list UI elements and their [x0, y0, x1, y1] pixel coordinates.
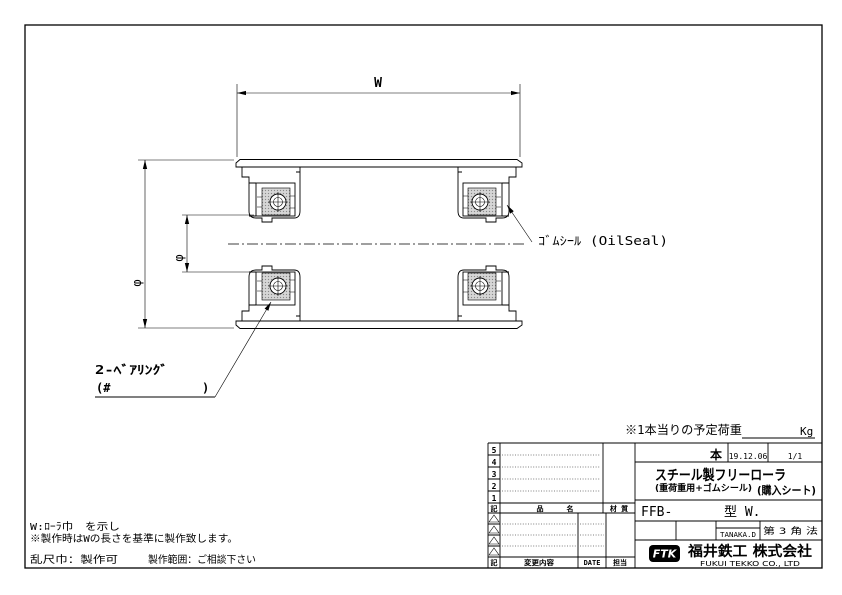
change-header-content: 変更内容 [524, 558, 554, 567]
outer-diameter-extension-lines [138, 159, 234, 329]
revision-row-4: 4 [492, 458, 497, 467]
width-extension-lines [236, 84, 521, 157]
revision-row-3: 3 [492, 470, 497, 479]
load-note-label: ※1本当りの予定荷重 [625, 422, 742, 437]
drawing-scale: 1/1 [788, 452, 803, 461]
company-name-jp: 福井鉄工 株式会社 [687, 543, 812, 560]
revision-row-2: 2 [492, 482, 497, 491]
revision-row-1: 1 [492, 494, 497, 503]
note-random-width: 乱尺巾：製作可 [30, 553, 118, 566]
product-subtitle: (重荷重用+ゴムシール) [655, 482, 752, 494]
bearing-label: 2-ﾍﾞｱﾘﾝｸﾞ [95, 362, 168, 377]
parts-header-material: 材 質 [609, 504, 628, 513]
change-header-person: 担当 [613, 558, 627, 567]
drawing-date: 19.12.06 [729, 452, 768, 461]
bearing-number-open: (# [96, 381, 111, 395]
sheet-border [24, 24, 823, 569]
parts-header-mark: 記 [491, 504, 498, 513]
roller-top-half [236, 160, 522, 223]
roller-assembly [228, 160, 527, 329]
logo-badge [649, 545, 680, 562]
company-name-en: FUKUI TEKKO CO., LTD [700, 560, 800, 568]
revision-triangle-icons [488, 514, 500, 556]
oil-seal-label: ｺﾞﾑｼｰﾙ (OilSeal) [538, 234, 668, 248]
note-roller-width: W:ﾛｰﾗ巾 を示し [30, 520, 120, 533]
parts-header-name-2: 名 [567, 504, 574, 513]
bearing-callout: 2-ﾍﾞｱﾘﾝｸﾞ (# ) [95, 301, 272, 398]
bearing-number-close: ) [202, 381, 209, 395]
note-manufacturing-basis: ※製作時はWの長さを基準に製作致します。 [30, 532, 238, 545]
change-header-mark: 記 [491, 558, 498, 567]
bearing-leader [214, 301, 272, 398]
outer-diameter-dimension: φ [130, 159, 234, 329]
projection-method: 第 3 角 法 [763, 525, 818, 537]
parts-header-name-1: 品 [537, 504, 544, 513]
outer-diameter-label: φ [130, 279, 144, 286]
model-suffix: 型 W. [724, 505, 760, 520]
inner-diameter-label: φ [172, 254, 186, 261]
inner-diameter-dimension: φ [172, 214, 254, 273]
width-dimension-label: W [374, 76, 382, 91]
model-prefix: FFB- [641, 505, 672, 520]
title-block-dotted-rows [502, 454, 604, 547]
drawn-by: TANAKA.D [720, 531, 756, 539]
inner-diameter-extension-lines [182, 214, 254, 273]
general-notes: W:ﾛｰﾗ巾 を示し ※製作時はWの長さを基準に製作致します。 乱尺巾：製作可 … [30, 520, 256, 566]
roller-bottom-half [236, 266, 522, 329]
oil-seal-callout: ｺﾞﾑｼｰﾙ (OilSeal) [506, 204, 668, 248]
change-header-date: DATE [584, 559, 601, 567]
quantity-unit: 本 [710, 447, 722, 462]
sheet-type: (購入シート) [757, 483, 816, 497]
oil-seal-leader [506, 204, 533, 243]
load-note-unit: Kg [800, 425, 813, 438]
note-range: 製作範囲：ご相談下さい [148, 553, 256, 566]
company-logo: FTK [649, 545, 680, 562]
load-note: ※1本当りの予定荷重 Kg [625, 422, 815, 439]
title-block-grid [487, 442, 822, 568]
width-dimension: W [236, 76, 521, 157]
title-block: 5 4 3 2 1 記 品 名 材 質 記 変更内容 DATE 担当 本 19.… [487, 442, 822, 568]
product-title: スチール製フリーローラ [655, 467, 786, 484]
revision-row-5: 5 [492, 446, 497, 455]
logo-text: FTK [653, 548, 678, 561]
